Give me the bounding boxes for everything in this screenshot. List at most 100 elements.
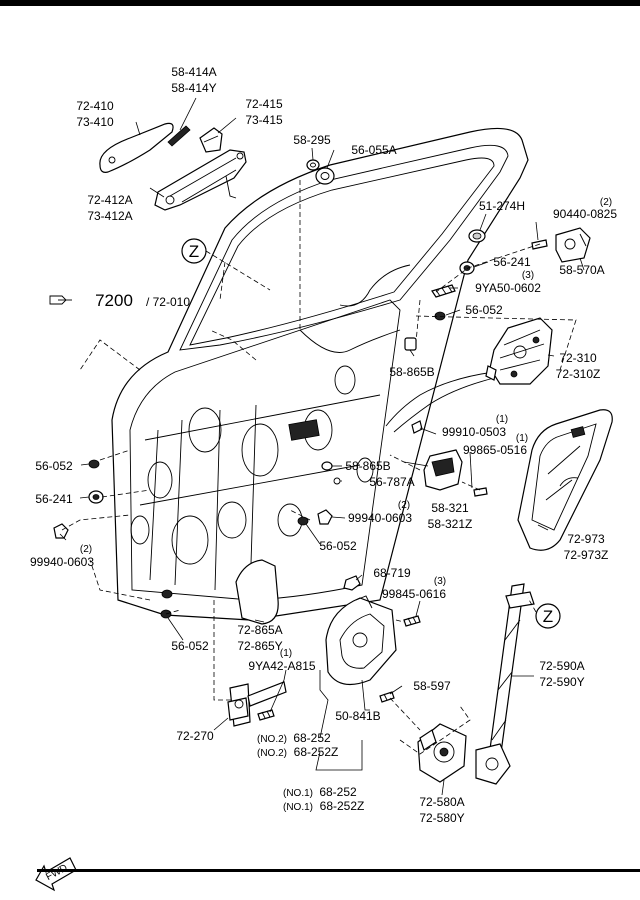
stopper-58-865b-lower [321,461,333,471]
label-l02: 58-414Y [171,81,216,95]
label-l20: 56-052 [465,303,503,317]
callout-z-upper-text: Z [189,242,199,261]
label-l39: (2) [80,544,92,555]
bolt-9ya50-0602 [431,284,456,298]
label-l22: 72-310 [559,351,597,365]
trim-panel-72-973 [517,409,613,551]
label-l07: 58-295 [293,133,331,147]
nut-99940-0603-center [317,509,333,525]
label-l37: 72-973Z [564,548,609,562]
window-regulator-72-590a [475,583,535,785]
label-l42: (3) [434,576,446,587]
label-l32: 58-321 [431,501,469,515]
callout-z-upper: Z [181,238,271,291]
label-l06: 73-415 [245,113,283,127]
label-l48: 9YA42-A815 [248,659,315,673]
label-l52: 72-270 [176,729,214,743]
label-l35: 99940-0603 [348,511,412,525]
bolt-99845-0616 [403,615,421,627]
label-l43: 99845-0616 [382,587,446,601]
reference-hand-icon [49,295,72,305]
inner-handle-58-321 [423,449,463,491]
label-l11: 51-274H [479,199,525,213]
label-l53: 50-841B [335,709,380,723]
label-l33: 58-321Z [428,517,473,531]
label-l50: 72-590Y [539,675,584,689]
label-l38: 56-052 [319,539,357,553]
label-l24: (1) [496,414,508,425]
label-l34: (2) [398,500,410,511]
label-l25: 99910-0503 [442,425,506,439]
nut-99940-0603-left [53,523,69,539]
label-l29: 58-865B [345,459,390,473]
label-l63: 72-580Y [419,811,464,825]
grommet-51-274h [468,229,486,243]
handle-cap-72-415 [199,127,223,153]
part-number-labels: 58-414A 58-414Y 72-410 73-410 72-415 73-… [30,65,617,825]
top-border-bar [0,0,640,6]
label-l62: 72-580A [419,795,464,809]
label-l13: 90440-0825 [553,207,617,221]
label-l15: (3) [522,270,534,281]
plug-56-052-left-upper [88,459,100,469]
callout-z-lower-text: Z [543,607,553,626]
label-l03: 72-410 [76,99,114,113]
label-l21: 58-865B [389,365,434,379]
striker-58-570a [555,227,591,263]
sealing-screen-72-865a [235,559,279,625]
bottom-rule [37,869,640,872]
label-l60: (NO.1) [283,802,313,813]
label-l09: 72-412A [87,193,132,207]
label-l51: 58-597 [413,679,451,693]
label-l19: / 72-010 [146,295,190,309]
label-l28: 56-052 [35,459,73,473]
label-l58: (NO.1) [283,788,313,799]
outer-handle-72-410 [99,122,174,173]
label-l04: 73-410 [76,115,114,129]
label-l01: 58-414A [171,65,216,79]
label-l49: 72-590A [539,659,584,673]
label-l16: 9YA50-0602 [475,281,541,295]
label-l46: 56-052 [171,639,209,653]
label-l55: 68-252 [293,731,331,745]
grommet-58-295 [306,159,320,171]
bolt-9ya42-a815 [257,709,275,721]
label-l30: 56-787A [369,475,414,489]
label-l12: (2) [600,197,612,208]
callout-z-lower: Z [527,597,561,629]
label-l47: (1) [280,648,292,659]
plug-56-052-right [434,311,446,321]
handle-bracket-72-412a [154,149,247,211]
label-l36: 72-973 [567,532,605,546]
label-l45: 72-865Y [237,639,282,653]
label-l14: 56-241 [493,255,531,269]
label-l10: 73-412A [87,209,132,223]
handle-cover-58-414a [167,125,191,147]
label-l56: (NO.2) [257,748,287,759]
label-l57: 68-252Z [294,745,339,759]
door-latch-72-310 [489,317,553,385]
label-l41: 68-719 [373,566,411,580]
regulator-base-50-841b [325,595,397,686]
grommet-56-241-left [88,490,104,504]
screw-99865-0516 [473,487,488,497]
label-l40: 99940-0603 [30,555,94,569]
label-l17: 58-570A [559,263,604,277]
label-l08: 56-055A [351,143,396,157]
seal-56-055a [315,167,335,185]
label-l26: (1) [516,433,528,444]
fwd-arrow-icon: FWD [35,857,77,892]
stopper-58-865b-upper [404,337,417,351]
label-l23: 72-310Z [556,367,601,381]
assembly-guide-lines [61,180,577,755]
regulator-motor-72-580a [417,723,467,783]
label-l31: 56-241 [35,492,73,506]
plug-56-052-center [297,516,309,526]
label-l05: 72-415 [245,97,283,111]
label-l59: 68-252 [319,785,357,799]
screw-58-597 [379,691,395,703]
leader-lines [59,97,585,796]
label-l18: 7200 [95,291,133,310]
label-l27: 99865-0516 [463,443,527,457]
